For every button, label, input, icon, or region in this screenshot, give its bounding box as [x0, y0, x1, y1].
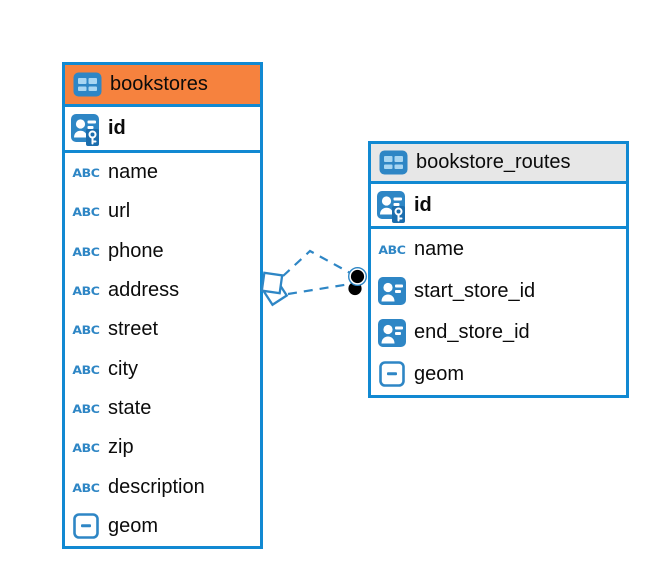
- text-type-icon: ABC: [72, 401, 100, 416]
- column-label: start_store_id: [414, 279, 536, 302]
- table-title: bookstores: [110, 73, 208, 95]
- columns-section: ABC name ABC url ABC phone ABC address A…: [65, 153, 260, 546]
- text-type-icon: ABC: [72, 440, 100, 455]
- table-icon: [72, 72, 102, 97]
- column-row-pk[interactable]: id: [371, 184, 626, 229]
- text-type-icon: ABC: [72, 244, 100, 259]
- geometry-type-icon: [71, 513, 101, 540]
- column-label: description: [108, 475, 205, 498]
- column-label: zip: [108, 436, 134, 459]
- column-row[interactable]: ABC state: [65, 389, 260, 428]
- column-label: name: [414, 238, 465, 261]
- table-icon: [378, 150, 408, 175]
- column-label: geom: [108, 514, 159, 537]
- column-label: geom: [414, 362, 465, 385]
- table-header-bookstore-routes[interactable]: bookstore_routes: [371, 144, 626, 184]
- table-bookstores[interactable]: bookstores id ABC name: [62, 62, 263, 549]
- text-type-icon: ABC: [72, 479, 100, 495]
- column-row[interactable]: ABC city: [65, 349, 260, 388]
- primary-key-icon: [71, 110, 101, 147]
- text-type-icon: ABC: [72, 283, 100, 298]
- column-row[interactable]: ABC street: [65, 310, 260, 349]
- column-label: id: [414, 193, 432, 216]
- geometry-type-icon: [377, 361, 407, 388]
- relationship-line: [282, 249, 353, 277]
- relationship-target-marker: [348, 267, 368, 296]
- table-bookstore-routes[interactable]: bookstore_routes id ABC name: [368, 141, 629, 398]
- column-label: id: [108, 117, 126, 139]
- column-row[interactable]: geom: [65, 507, 260, 546]
- column-label: street: [108, 318, 159, 341]
- relationship-line: [287, 282, 351, 296]
- text-type-icon: ABC: [72, 204, 100, 220]
- relationship-source-marker: [260, 271, 289, 307]
- text-type-icon: ABC: [72, 322, 100, 337]
- column-label: end_store_id: [414, 321, 530, 344]
- column-label: name: [108, 161, 159, 184]
- text-type-icon: ABC: [72, 165, 100, 180]
- column-row[interactable]: ABC zip: [65, 428, 260, 467]
- column-row-pk[interactable]: id: [65, 107, 260, 153]
- column-row[interactable]: end_store_id: [371, 312, 626, 354]
- reference-icon: [377, 277, 407, 306]
- column-label: url: [108, 200, 131, 223]
- reference-icon: [377, 318, 407, 347]
- table-header-bookstores[interactable]: bookstores: [65, 65, 260, 107]
- column-label: address: [108, 279, 180, 302]
- table-title: bookstore_routes: [416, 151, 571, 173]
- column-row[interactable]: ABC name: [65, 153, 260, 192]
- text-type-icon: ABC: [378, 242, 406, 257]
- column-row[interactable]: ABC name: [371, 229, 626, 271]
- column-row[interactable]: ABC url: [65, 192, 260, 231]
- column-label: city: [108, 357, 138, 380]
- column-row[interactable]: ABC address: [65, 271, 260, 310]
- column-row[interactable]: ABC description: [65, 467, 260, 506]
- column-row[interactable]: ABC phone: [65, 232, 260, 271]
- columns-section: ABC name start_store_id: [371, 229, 626, 395]
- column-row[interactable]: start_store_id: [371, 271, 626, 313]
- column-label: state: [108, 396, 152, 419]
- column-label: phone: [108, 239, 164, 262]
- column-row[interactable]: geom: [371, 354, 626, 396]
- text-type-icon: ABC: [72, 362, 100, 377]
- primary-key-icon: [377, 187, 407, 224]
